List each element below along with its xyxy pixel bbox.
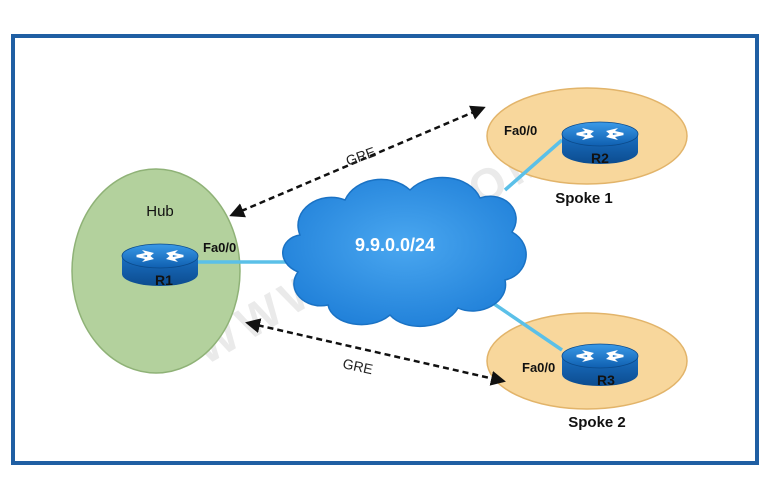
spoke-1-interface-label: Fa0/0 — [504, 123, 537, 138]
gre-tunnel-spoke-2 — [245, 318, 506, 386]
network-cloud: 9.9.0.0/24 — [282, 176, 527, 327]
router-r3-label: R3 — [597, 372, 615, 388]
hub-label: Hub — [146, 203, 174, 220]
gre-label-spoke-2: GRE — [341, 355, 374, 377]
router-r2-label: R2 — [591, 150, 609, 166]
spoke-2-interface-label: Fa0/0 — [522, 360, 555, 375]
router-r1-label: R1 — [155, 272, 173, 288]
spoke-2-label: Spoke 2 — [568, 414, 626, 431]
gre-tunnel-spoke-1 — [229, 105, 486, 218]
link-cloud-r2 — [503, 138, 564, 192]
hub-interface-label: Fa0/0 — [203, 240, 236, 255]
spoke-1-label: Spoke 1 — [555, 190, 613, 207]
cloud-label: 9.9.0.0/24 — [355, 235, 435, 255]
